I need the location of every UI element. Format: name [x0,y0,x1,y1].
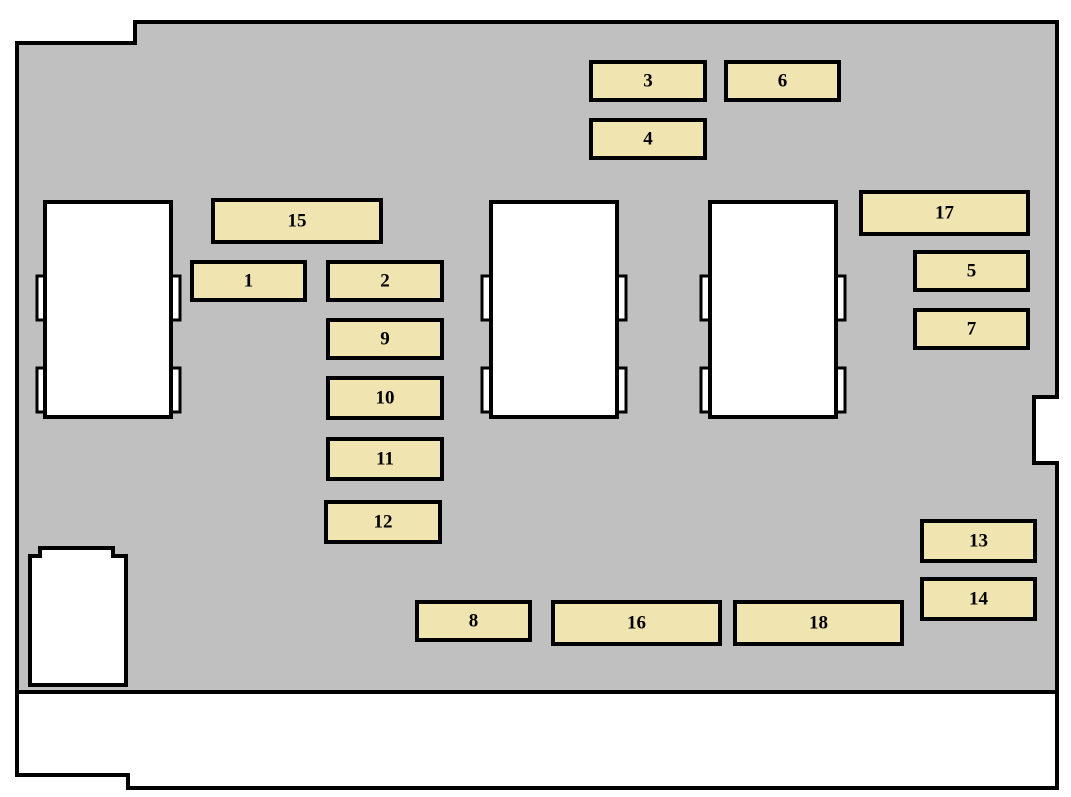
fuse-body [920,577,1037,621]
fuse-label: 1 [244,270,254,291]
fuse-body [326,437,444,481]
fuse-body [920,519,1037,563]
fuse-label: 11 [376,448,394,469]
fuse-13: 13 [920,519,1037,563]
fuse-body [326,376,444,420]
fuse-label: 3 [643,70,653,91]
fuse-body [326,318,444,360]
fuse-body [859,190,1030,236]
fuse-17: 17 [859,190,1030,236]
fuse-label: 9 [380,328,390,349]
fuse-label: 14 [969,588,989,609]
fuse-body [724,60,841,102]
fuse-body [551,600,722,646]
relay-left [35,200,182,419]
fuse-15: 15 [211,198,383,244]
fuse-11: 11 [326,437,444,481]
fuse-3: 3 [589,60,707,102]
fuse-body [211,198,383,244]
connector-block [28,546,128,687]
fuse-14: 14 [920,577,1037,621]
fuse-1: 1 [190,260,307,302]
fuse-16: 16 [551,600,722,646]
fuse-label: 17 [935,202,955,223]
fuse-label: 4 [643,128,653,149]
fuse-body [913,308,1030,350]
fuse-body [190,260,307,302]
fuse-body [913,250,1030,292]
fuse-label: 8 [469,610,479,631]
fuse-12: 12 [324,500,442,544]
fuse-label: 7 [967,318,977,339]
fuse-label: 16 [627,612,646,633]
fuse-body [589,60,707,102]
fuse-9: 9 [326,318,444,360]
fuse-label: 12 [374,511,393,532]
fuse-18: 18 [733,600,904,646]
fuse-6: 6 [724,60,841,102]
fuse-8: 8 [415,600,532,642]
fuse-body [589,118,707,160]
fuse-label: 18 [809,612,828,633]
fuse-7: 7 [913,308,1030,350]
fuse-body [733,600,904,646]
fuse-body [326,260,444,302]
fuse-label: 5 [967,260,977,281]
fuse-5: 5 [913,250,1030,292]
relay-right [699,200,847,419]
fuse-label: 10 [376,387,395,408]
fuse-label: 2 [380,270,390,291]
fuse-4: 4 [589,118,707,160]
fuse-label: 6 [778,70,788,91]
fuse-body [415,600,532,642]
fuse-label: 13 [969,530,988,551]
fuse-10: 10 [326,376,444,420]
relay-middle [480,200,628,419]
bottom-connector-strip [15,690,1059,790]
fuse-2: 2 [326,260,444,302]
fuse-body [324,500,442,544]
fuse-label: 15 [288,210,307,231]
